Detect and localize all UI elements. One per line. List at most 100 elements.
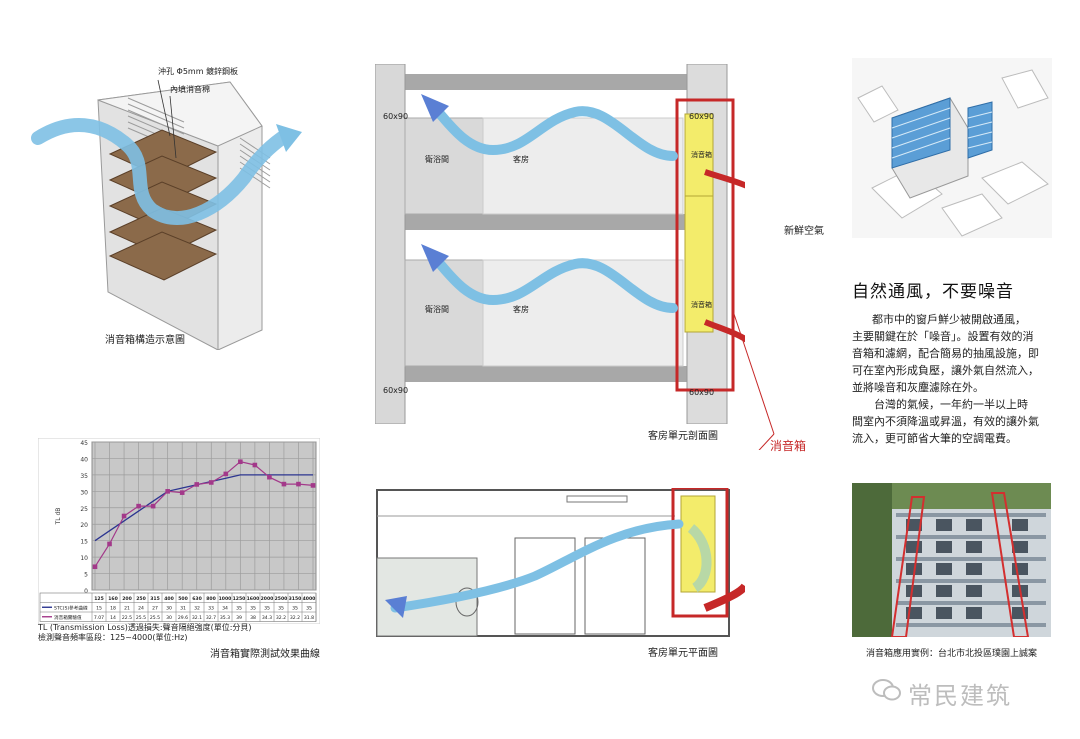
- box-note-1: 消音箱: [691, 151, 712, 159]
- data-table-cell: 2000: [261, 596, 274, 602]
- chart-note-2: 檢測聲音頻率區段：125~4000(單位:Hz): [38, 633, 188, 642]
- data-table-cell: 250: [136, 596, 146, 602]
- data-table-cell: 200: [122, 596, 132, 602]
- data-table-cell: 24: [138, 605, 144, 611]
- data-table-cell: 27: [152, 605, 158, 611]
- data-table-series-name: 消音箱實驗值: [54, 614, 82, 621]
- series-point-experiment: [136, 503, 141, 509]
- data-table-series-name: STC(S)參考曲線: [54, 604, 88, 611]
- series-point-experiment: [121, 513, 127, 519]
- series-point-experiment: [252, 462, 258, 468]
- series-point-experiment: [107, 541, 112, 547]
- section-caption: 客房單元剖面圖: [648, 431, 718, 442]
- silencer-label: 消音箱: [770, 439, 807, 453]
- dim-label-4: 60x90: [689, 388, 715, 397]
- data-table-cell: 800: [206, 596, 216, 602]
- y-tick-label: 15: [80, 539, 88, 546]
- data-table-frame: [39, 592, 317, 622]
- series-point-experiment: [150, 503, 156, 509]
- dim-label-1: 60x90: [383, 112, 409, 121]
- data-table-cell: 315: [150, 596, 160, 602]
- data-table-cell: 35.3: [220, 615, 230, 621]
- plan-caption: 客房單元平面圖: [648, 648, 718, 659]
- y-tick-label: 20: [80, 522, 88, 529]
- data-table-cell: 31.8: [304, 615, 314, 621]
- article-line-4: 可在室內形成負壓，讓外氣自然流入，: [852, 364, 1039, 377]
- data-table-cell: 35: [292, 605, 298, 611]
- fresh-air-label: 新鮮空氣: [784, 226, 824, 237]
- chart-caption: 消音箱實際測試效果曲線: [210, 649, 320, 660]
- data-table-cell: 35: [278, 605, 284, 611]
- data-table-cell: 1600: [247, 596, 260, 602]
- room-label-guest-1: 客房: [513, 155, 529, 164]
- room-plan-figure: [375, 486, 749, 638]
- data-table-cell: 4000: [303, 596, 316, 602]
- series-point-experiment: [179, 490, 185, 495]
- brand-name: 常民建筑: [908, 682, 1012, 710]
- series-point-experiment: [310, 483, 316, 488]
- room-section-figure: 衛浴間 客房 衛浴間 客房 60x90 60x90 60x90 60x90 消音…: [374, 63, 786, 425]
- data-table-cell: 35: [250, 605, 256, 611]
- y-tick-label: 0: [84, 588, 88, 595]
- figure1-caption: 消音箱構造示意圖: [105, 335, 185, 346]
- article-line-3: 音箱和濾網，配合簡易的抽風設施，即: [852, 347, 1039, 360]
- y-tick-label: 25: [80, 506, 88, 513]
- article-line-7: 間室內不須降溫或昇溫，有效的讓外氣: [852, 415, 1039, 428]
- data-table-cell: 7.07: [94, 615, 104, 621]
- data-table-cell: 39: [236, 615, 242, 621]
- data-table-cell: 21: [124, 605, 130, 611]
- box-note-2: 消音箱: [691, 301, 712, 309]
- wechat-icon: [872, 678, 902, 702]
- series-point-experiment: [238, 459, 243, 465]
- data-table-cell: 32.1: [192, 615, 202, 621]
- data-table-cell: 1000: [219, 596, 232, 602]
- series-point-experiment: [267, 474, 272, 480]
- data-table-cell: 32.7: [206, 615, 216, 621]
- series-point-experiment: [92, 564, 98, 570]
- y-tick-label: 10: [80, 555, 88, 562]
- series-point-experiment: [223, 471, 229, 477]
- data-table-cell: 125: [94, 596, 104, 602]
- data-table-cell: 22.5: [122, 615, 132, 621]
- label-perforated-panel: 沖孔 Φ5mm 鍍鋅鋼板: [158, 67, 239, 76]
- data-table-cell: 14: [110, 615, 116, 621]
- data-table-cell: 35: [306, 605, 312, 611]
- data-table-cell: 35: [236, 605, 242, 611]
- silencer-structure-figure: 沖孔 Φ5mm 鍍鋅鋼板 內填消音棉: [30, 60, 330, 351]
- aerial-view-figure: [852, 58, 1052, 238]
- data-table-cell: 34.3: [262, 615, 272, 621]
- data-table-cell: 2500: [275, 596, 288, 602]
- data-table-cell: 160: [108, 596, 118, 602]
- data-table-cell: 30: [166, 605, 172, 611]
- data-table-cell: 32: [194, 605, 200, 611]
- y-tick-label: 5: [84, 572, 88, 579]
- data-table-cell: 15: [96, 605, 102, 611]
- data-table-cell: 25.5: [136, 615, 146, 621]
- series-point-experiment: [296, 481, 301, 487]
- plot-area: [91, 441, 317, 591]
- dim-label-3: 60x90: [689, 112, 715, 121]
- room-label-bath-1: 衛浴間: [425, 155, 449, 164]
- data-table-cell: 35: [264, 605, 270, 611]
- room-label-guest-2: 客房: [513, 305, 529, 314]
- label-sound-fill: 內填消音棉: [170, 85, 210, 94]
- plan-drawing: [376, 486, 749, 637]
- section-drawing: [374, 63, 786, 425]
- silencer-callout-lines: [733, 313, 775, 450]
- building-photo: [852, 483, 1051, 638]
- data-table-cell: 31: [180, 605, 186, 611]
- dim-label-2: 60x90: [383, 386, 409, 395]
- data-table-cell: 32.2: [290, 615, 300, 621]
- y-tick-label: 45: [80, 440, 88, 447]
- chart-note-1: TL (Transmission Loss)透過損失:聲音隔絕強度(單位:分貝): [38, 623, 252, 632]
- series-point-experiment: [281, 481, 287, 487]
- y-axis-label: TL dB: [55, 508, 62, 526]
- data-table-cell: 18: [110, 605, 116, 611]
- data-table-cell: 3150: [289, 596, 302, 602]
- article-line-5: 並將噪音和灰塵濾除在外。: [852, 381, 984, 394]
- room-label-bath-2: 衛浴間: [425, 305, 449, 314]
- photo-caption: 消音箱應用實例：台北市北投區璞園上誠案: [866, 649, 1038, 659]
- data-table-cell: 29.6: [178, 615, 188, 621]
